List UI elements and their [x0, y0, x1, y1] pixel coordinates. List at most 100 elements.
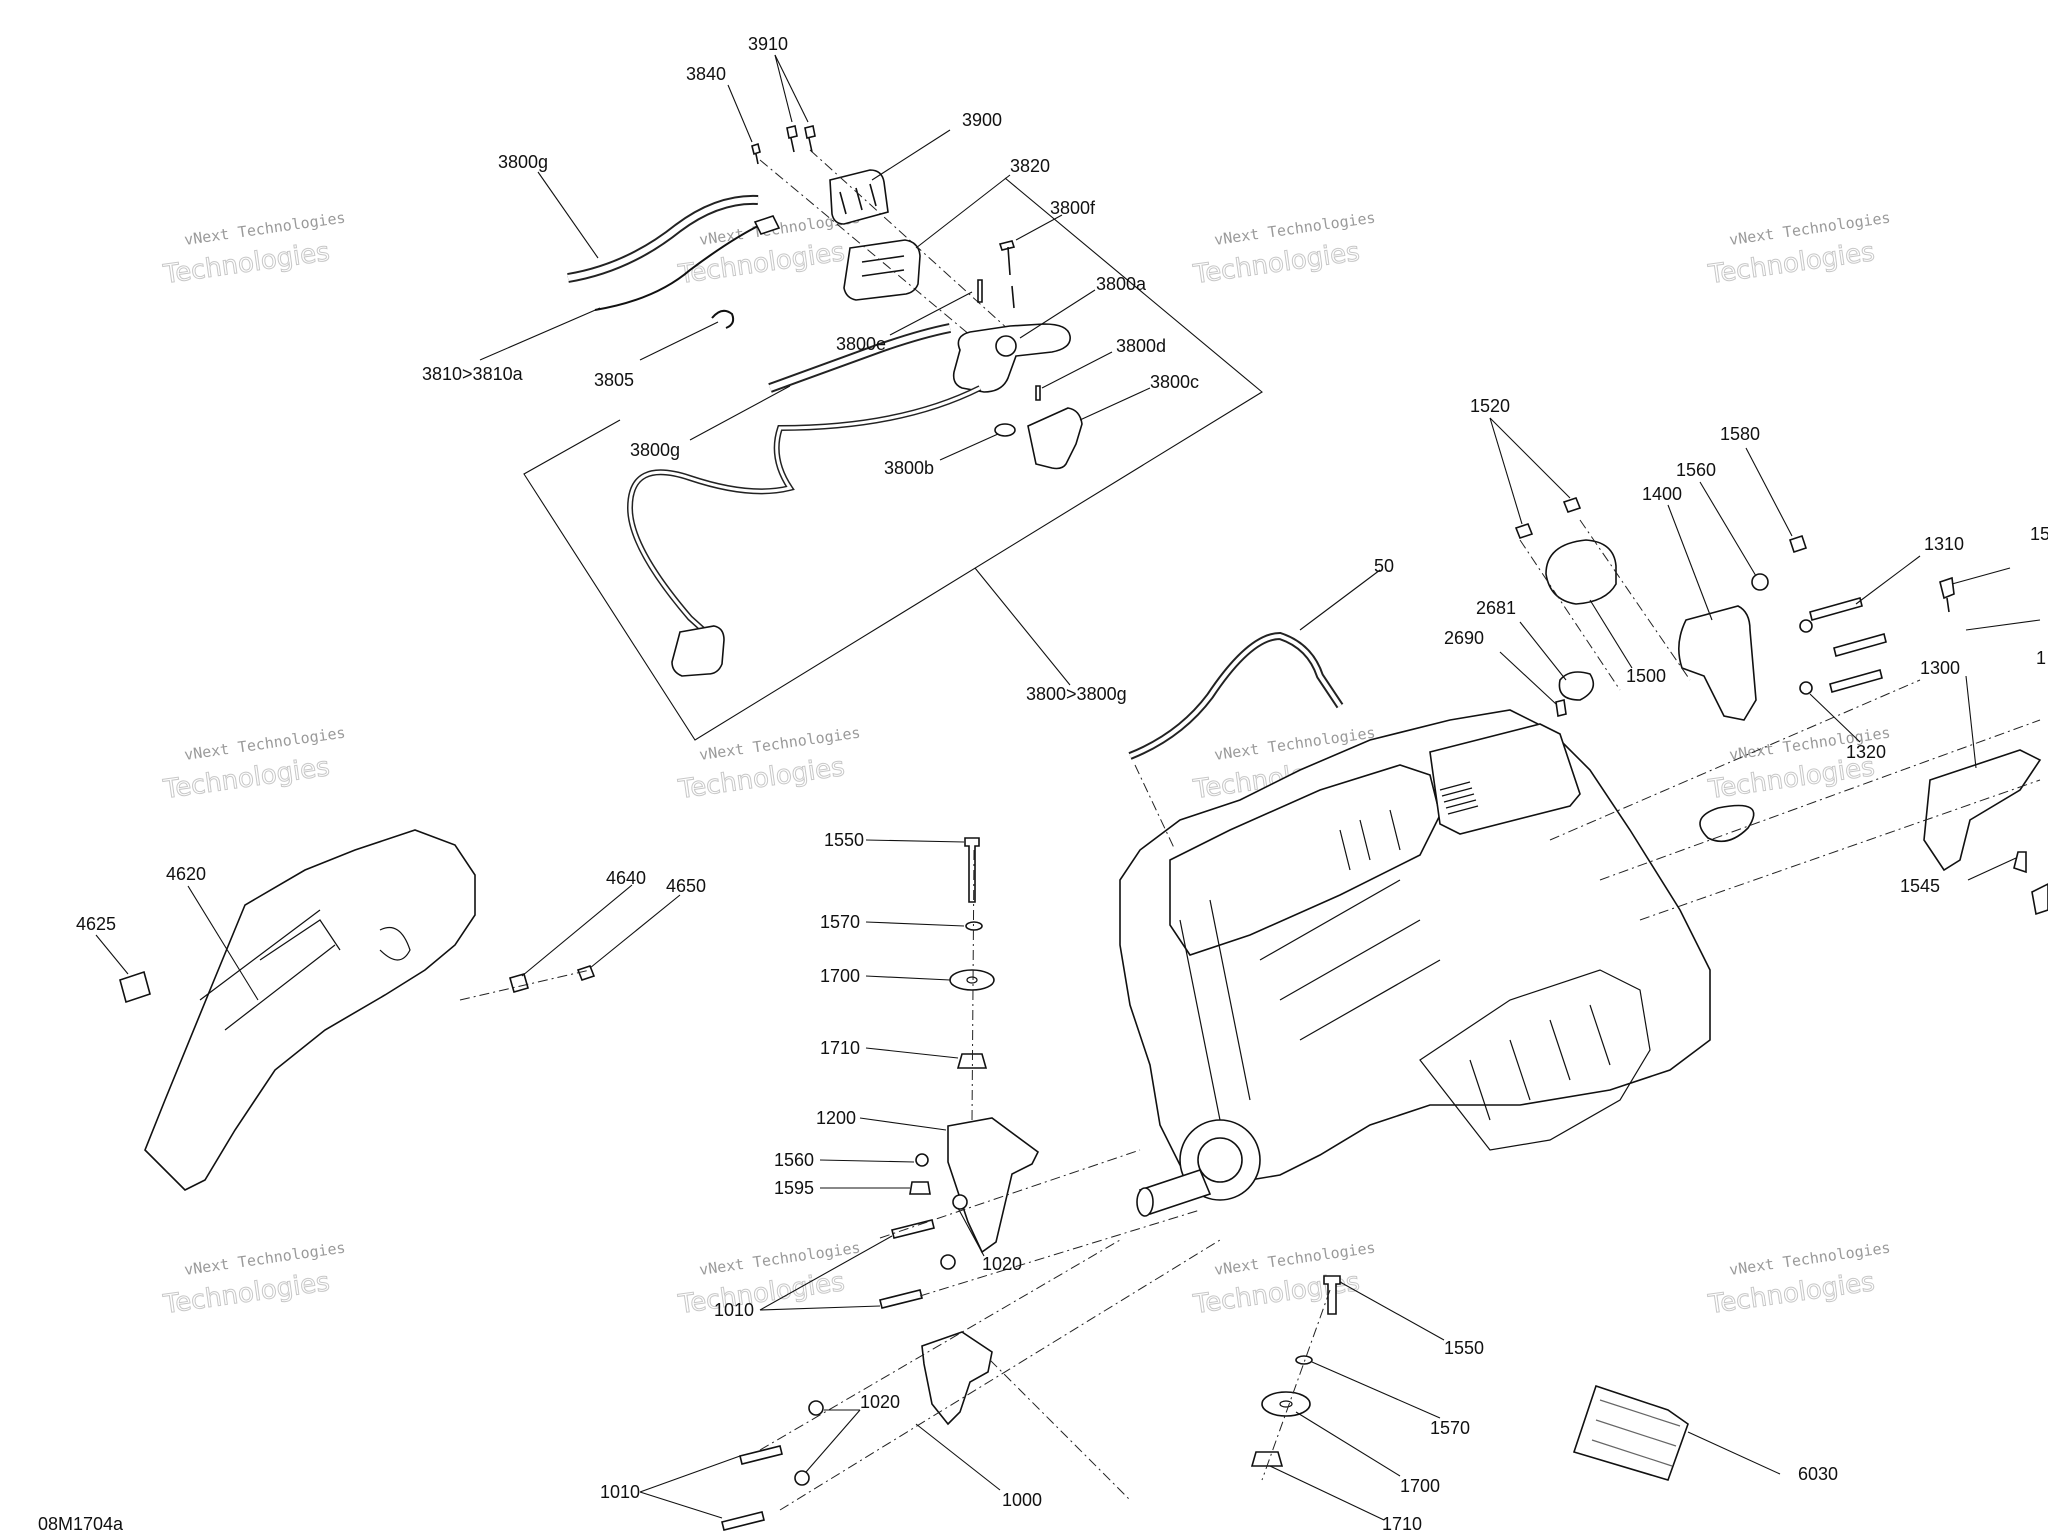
alignment-line — [1579, 519, 1691, 681]
sensor-3810a — [753, 215, 781, 235]
screw-3800f-b — [1011, 285, 1015, 309]
leader-3805 — [639, 321, 719, 361]
callout-1320: 1320 — [1846, 742, 1886, 762]
callout-1710-bot: 1710 — [1382, 1514, 1422, 1534]
lower-mount-stack — [1250, 1275, 1781, 1521]
switch-body-3800a — [952, 323, 1071, 393]
leader-1010-b2 — [639, 1491, 723, 1519]
screw-3800d — [1035, 385, 1041, 401]
leader-1010-b1 — [639, 1455, 741, 1493]
screw-3800e — [977, 279, 983, 303]
callout-50: 50 — [1374, 556, 1394, 576]
callout-1550-top: 1550 — [824, 830, 864, 850]
bracket-1200 — [947, 1117, 1040, 1254]
alignment-line — [459, 969, 591, 1001]
alignment-line — [971, 849, 975, 1123]
leader-4625 — [95, 934, 129, 975]
bolt-1545 — [2013, 851, 2027, 874]
switch-knob-3800a — [995, 335, 1017, 357]
callout-3820: 3820 — [1010, 156, 1050, 176]
pad-4625 — [119, 970, 151, 1004]
callout-3800a: 3800a — [1096, 274, 1147, 294]
bolt-1550-top — [964, 837, 980, 903]
alignment-line — [1134, 764, 1176, 851]
nut-1710-bot — [1250, 1451, 1284, 1467]
hose-50-group — [1128, 569, 1381, 851]
watermark: vNext Technologies Technologies — [1705, 209, 1891, 291]
callout-1570-bot: 1570 — [1430, 1418, 1470, 1438]
hose-50-inner — [1129, 633, 1342, 758]
left-frame-group — [95, 829, 681, 1191]
wire-3810 — [594, 224, 761, 311]
callout-1500: 1500 — [1626, 666, 1666, 686]
engine-detail-lines — [1179, 809, 1441, 1121]
callout-1700-top: 1700 — [820, 966, 860, 986]
callout-6030: 6030 — [1798, 1464, 1838, 1484]
leader-1020-b2 — [805, 1409, 861, 1473]
leader-15-edge — [1951, 567, 2011, 585]
leader-1400 — [1667, 504, 1713, 621]
leader-1700-bot — [1295, 1411, 1401, 1477]
engine-ecu-fins — [1439, 781, 1479, 815]
callout-1570-top: 1570 — [820, 912, 860, 932]
leader-1000 — [915, 1423, 1001, 1491]
callout-1700-bot: 1700 — [1400, 1476, 1440, 1496]
engine-shaft-end — [1136, 1187, 1154, 1217]
pin-2690 — [1555, 699, 1567, 717]
leader-3800g-top — [537, 171, 599, 259]
leader-3910b — [774, 54, 809, 123]
leader-1500 — [1589, 599, 1633, 669]
leader-1570-top — [865, 921, 965, 927]
leader-1560-top — [1699, 481, 1757, 577]
engine-ecu-box — [1429, 723, 1581, 835]
bolt-1550-bot — [1323, 1275, 1341, 1315]
bracket-1300 — [1923, 749, 2042, 872]
leader-4620 — [187, 885, 259, 1001]
bolt-1010-b1 — [739, 1445, 783, 1465]
leader-3800e — [889, 291, 973, 336]
leader-1520b — [1489, 417, 1571, 499]
callout-3800g-mid: 3800g — [630, 440, 680, 460]
callout-3800-range: 3800>3800g — [1026, 684, 1127, 704]
callout-1020-a: 1020 — [982, 1254, 1022, 1274]
switch-assembly-group — [479, 54, 1263, 741]
leader-1580 — [1745, 447, 1793, 537]
callout-3800b: 3800b — [884, 458, 934, 478]
alignment-line — [779, 1239, 1221, 1511]
cable-3800g — [626, 385, 982, 639]
leader-3800c — [1079, 387, 1151, 421]
washer-1020-b2 — [794, 1470, 810, 1486]
washer-1560-mid — [915, 1153, 929, 1167]
plate-6030-shade — [1591, 1399, 1681, 1467]
cap-edge — [2031, 883, 2048, 916]
callout-3910: 3910 — [748, 34, 788, 54]
bolt-1310-a — [1809, 597, 1863, 621]
plate-6030 — [1572, 1384, 1689, 1481]
washer-1320 — [1799, 681, 1813, 695]
leader-2690 — [1499, 651, 1557, 705]
leader-1560-mid — [819, 1159, 915, 1163]
alignment-line — [919, 1209, 1201, 1297]
washer-1020-b1 — [808, 1400, 824, 1416]
callout-1000: 1000 — [1002, 1490, 1042, 1510]
connector-3800g — [671, 625, 725, 677]
callout-3900: 3900 — [962, 110, 1002, 130]
callout-3805: 3805 — [594, 370, 634, 390]
callout-1545: 1545 — [1900, 876, 1940, 896]
switch-housing-3820 — [843, 239, 921, 301]
screw-3910b — [804, 125, 816, 153]
washer-1570-top — [965, 921, 983, 931]
right-mount-group — [1489, 417, 2048, 921]
callout-4650: 4650 — [666, 876, 706, 896]
callout-labels: 3910 3840 3900 3820 3800g 3800f 3800a 38… — [38, 34, 2048, 1534]
switch-cover-3900 — [829, 169, 889, 225]
leader-edge — [1965, 619, 2041, 631]
alignment-line — [1549, 679, 1921, 841]
watermark: vNext Technologies Technologies — [1705, 724, 1891, 806]
group-bracket-box — [523, 177, 1263, 741]
leader-1010-a2 — [759, 1235, 893, 1311]
screw-3800f-a — [998, 240, 1016, 276]
clip-4640 — [509, 973, 529, 993]
engine-mount-group — [639, 837, 1221, 1531]
